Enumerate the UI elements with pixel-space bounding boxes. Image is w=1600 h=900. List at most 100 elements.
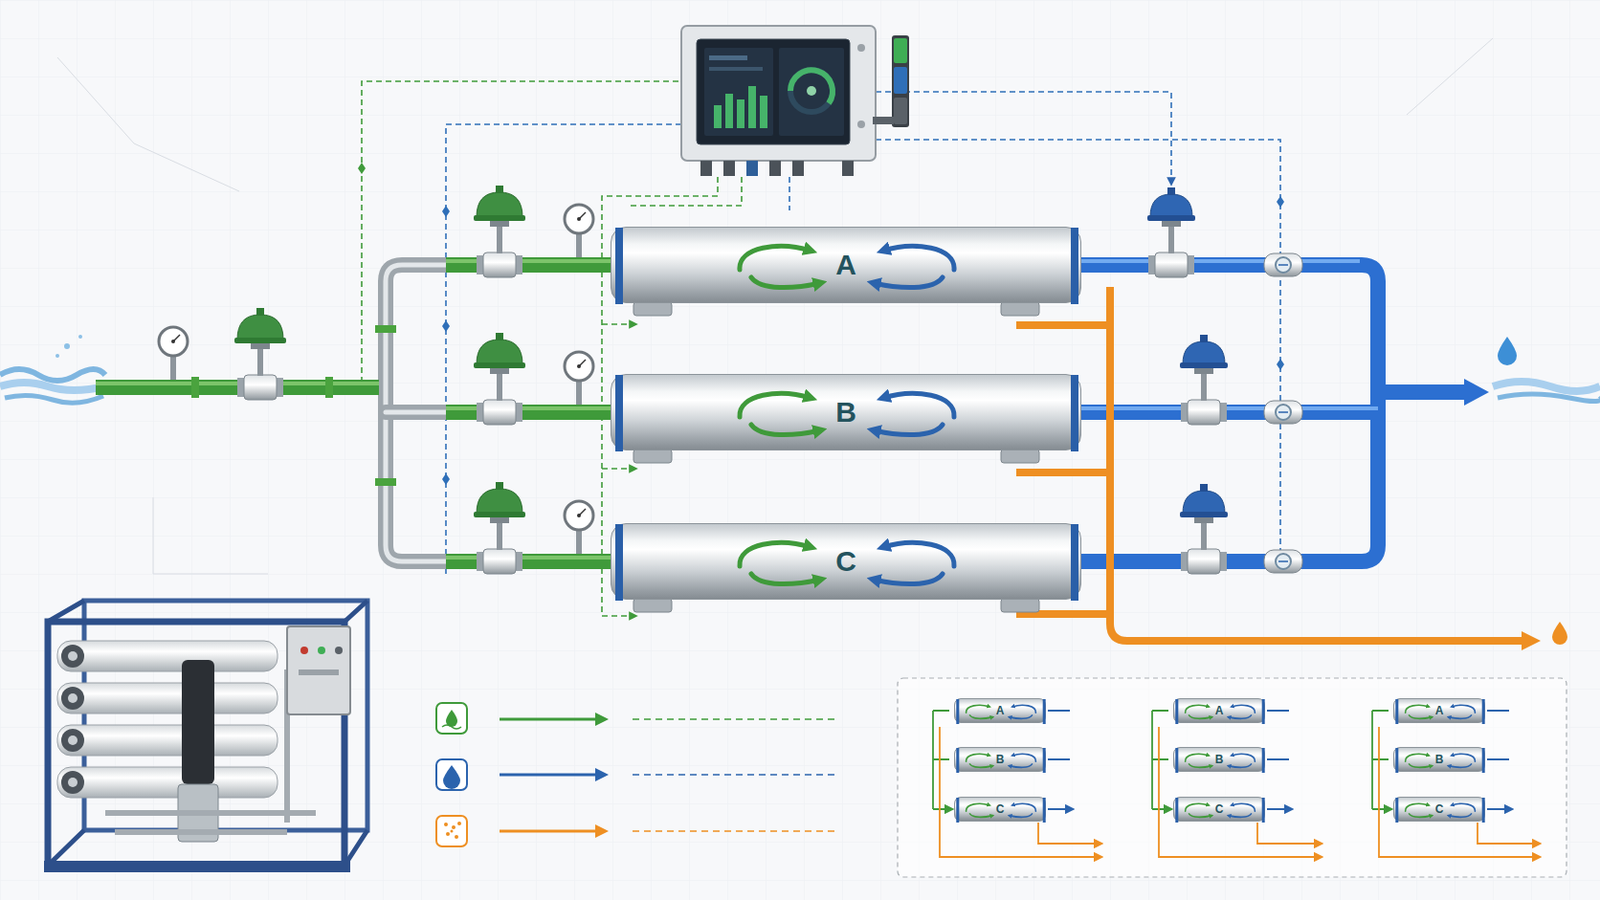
- vessel-label: C: [1435, 803, 1445, 816]
- membrane-vessel: B: [1393, 747, 1486, 773]
- flow-cycle: [873, 542, 955, 584]
- end-flange: [955, 699, 959, 725]
- flow-arrow: [1405, 803, 1429, 812]
- vessel-label: A: [1435, 705, 1445, 717]
- outlet-water: [1492, 336, 1600, 645]
- flow-arrow: [1405, 754, 1429, 762]
- vessel-label: C: [996, 803, 1005, 816]
- vessel-label: B: [1435, 754, 1445, 766]
- flow-arrow: [1448, 715, 1471, 719]
- instruments: [158, 185, 1303, 575]
- flow-arrow: [1231, 754, 1255, 762]
- flow-arrow: [739, 542, 811, 567]
- flow-cycle: [1228, 754, 1255, 768]
- flow-arrow: [1009, 715, 1032, 719]
- vessel-label: A: [1215, 705, 1224, 717]
- vessel-label: B: [996, 754, 1005, 766]
- membrane-vessel: C: [954, 797, 1046, 823]
- flow-arrow: [1409, 715, 1432, 719]
- flow-cycle: [1009, 754, 1036, 768]
- flow-cycle: [1405, 803, 1432, 818]
- flow-arrow: [1185, 803, 1209, 812]
- flow-arrow: [1451, 705, 1475, 713]
- flow-arrow: [873, 424, 943, 436]
- flow-arrow: [1185, 705, 1209, 713]
- flow-cycle: [873, 393, 955, 435]
- end-flange: [615, 524, 623, 601]
- flow-arrow: [739, 393, 811, 418]
- end-flange: [1070, 227, 1079, 305]
- end-flange: [1175, 798, 1178, 823]
- flow-arrow: [1409, 814, 1432, 818]
- flow-arrow: [1451, 803, 1475, 812]
- flow-arrow: [751, 424, 821, 436]
- legend: [436, 703, 837, 847]
- flow-arrow: [1189, 715, 1212, 719]
- flow-arrow: [1185, 754, 1209, 762]
- flow-arrow: [966, 803, 990, 812]
- decor-lines: [57, 38, 1493, 575]
- flow-cycle: [739, 393, 821, 435]
- end-flange: [1175, 748, 1178, 774]
- flow-cycle: [966, 803, 993, 818]
- end-flange: [1395, 798, 1399, 823]
- flow-cycle: [966, 705, 993, 719]
- flow-cycle: [1448, 803, 1475, 818]
- end-flange: [1482, 748, 1486, 774]
- vessel-label: A: [996, 705, 1005, 717]
- flow-arrow: [1009, 764, 1032, 768]
- flow-arrow: [1228, 764, 1251, 768]
- flow-arrow: [966, 754, 990, 762]
- flow-arrow: [1448, 814, 1471, 818]
- membrane-vessel: C: [610, 523, 1082, 600]
- flow-cycle: [1009, 803, 1036, 818]
- end-flange: [1043, 748, 1046, 774]
- membrane-vessel: A: [610, 226, 1082, 304]
- controller: [681, 25, 910, 177]
- flow-arrow: [1231, 803, 1255, 812]
- flow-cycle: [873, 245, 955, 288]
- end-flange: [615, 227, 623, 305]
- flow-cycle: [1405, 754, 1432, 768]
- membrane-vessel: B: [954, 747, 1046, 773]
- flow-arrow: [873, 277, 943, 289]
- flow-arrow: [1448, 764, 1471, 768]
- membrane-vessel: A: [1393, 698, 1486, 724]
- feed-manifold: [385, 265, 450, 562]
- vessel-label: B: [835, 398, 857, 427]
- end-flange: [1043, 699, 1046, 725]
- flow-arrow: [873, 574, 943, 585]
- flow-cycle: [739, 245, 821, 288]
- flow-cycle: [1185, 754, 1212, 768]
- flow-cycle: [1185, 803, 1212, 818]
- flow-arrow: [1409, 764, 1432, 768]
- flow-arrow: [883, 542, 955, 567]
- flow-arrow: [970, 814, 993, 818]
- flow-cycle: [1448, 754, 1475, 768]
- flow-arrow: [966, 705, 990, 713]
- flow-arrow: [1189, 814, 1212, 818]
- flow-arrow: [751, 574, 821, 585]
- permeate-pipes: [1079, 261, 1489, 562]
- end-flange: [1395, 748, 1399, 774]
- concentrate-pipes: [1016, 287, 1541, 651]
- end-flange: [955, 798, 959, 823]
- end-flange: [1070, 524, 1079, 601]
- flow-arrow: [1405, 705, 1429, 713]
- end-flange: [1070, 375, 1079, 452]
- flow-cycle: [1185, 705, 1212, 719]
- vessel-label: C: [1215, 803, 1224, 816]
- membrane-vessel: A: [954, 698, 1046, 724]
- membrane-vessel: C: [1173, 797, 1266, 823]
- ro-skid: [44, 600, 368, 873]
- flow-cycle: [966, 754, 993, 768]
- flow-arrow: [970, 764, 993, 768]
- flow-cycle: [1448, 705, 1475, 719]
- flow-cycle: [1405, 705, 1432, 719]
- flow-arrow: [1012, 705, 1036, 713]
- vessel-label: C: [835, 547, 857, 577]
- inlet-water: [0, 334, 106, 403]
- flow-arrow: [1189, 764, 1212, 768]
